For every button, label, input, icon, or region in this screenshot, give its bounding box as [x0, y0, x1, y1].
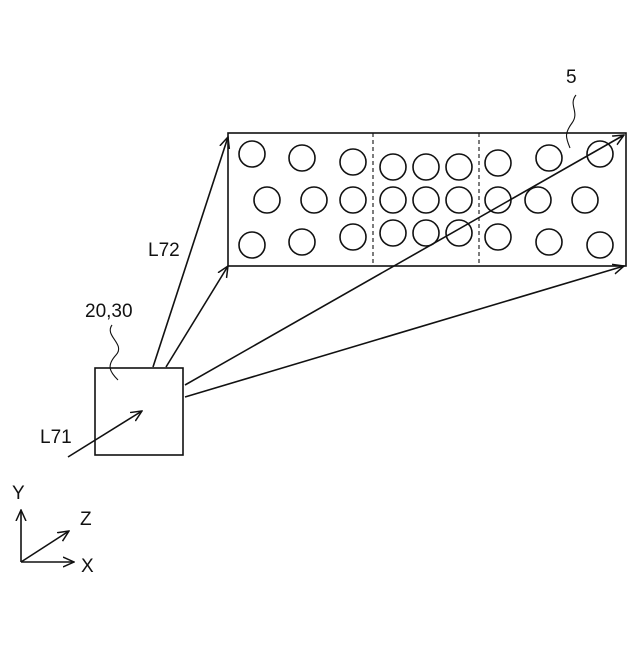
circle-element: [587, 232, 613, 258]
circle-element: [289, 145, 315, 171]
circle-element: [239, 141, 265, 167]
circle-grid: [239, 141, 613, 258]
circle-element: [340, 224, 366, 250]
circle-element: [536, 145, 562, 171]
circle-element: [572, 187, 598, 213]
device-box: [95, 368, 183, 455]
circle-element: [536, 229, 562, 255]
circle-element: [239, 232, 265, 258]
circle-element: [380, 154, 406, 180]
circle-element: [485, 150, 511, 176]
leader-line-device: [110, 325, 119, 380]
axis-label-z: Z: [80, 509, 92, 530]
circle-element: [446, 187, 472, 213]
circle-element: [289, 229, 315, 255]
circle-element: [301, 187, 327, 213]
label-device: 20,30: [85, 301, 133, 322]
circle-element: [525, 187, 551, 213]
circle-element: [413, 154, 439, 180]
z-axis-arrow: [21, 531, 69, 562]
beam-line-bottom-right: [185, 266, 624, 397]
circle-element: [254, 187, 280, 213]
label-beam-in: L71: [40, 427, 72, 448]
axis-label-x: X: [81, 556, 94, 577]
leader-line-target: [567, 95, 577, 148]
circle-element: [340, 187, 366, 213]
label-target: 5: [566, 67, 577, 88]
incoming-beam-arrow: [68, 411, 142, 457]
circle-element: [485, 187, 511, 213]
circle-element: [380, 220, 406, 246]
circle-element: [380, 187, 406, 213]
beam-line-bottom-left: [166, 266, 228, 367]
circle-element: [413, 187, 439, 213]
label-beam-out: L72: [148, 240, 180, 261]
circle-element: [485, 224, 511, 250]
circle-element: [446, 154, 472, 180]
axis-label-y: Y: [12, 483, 25, 504]
circle-element: [340, 149, 366, 175]
